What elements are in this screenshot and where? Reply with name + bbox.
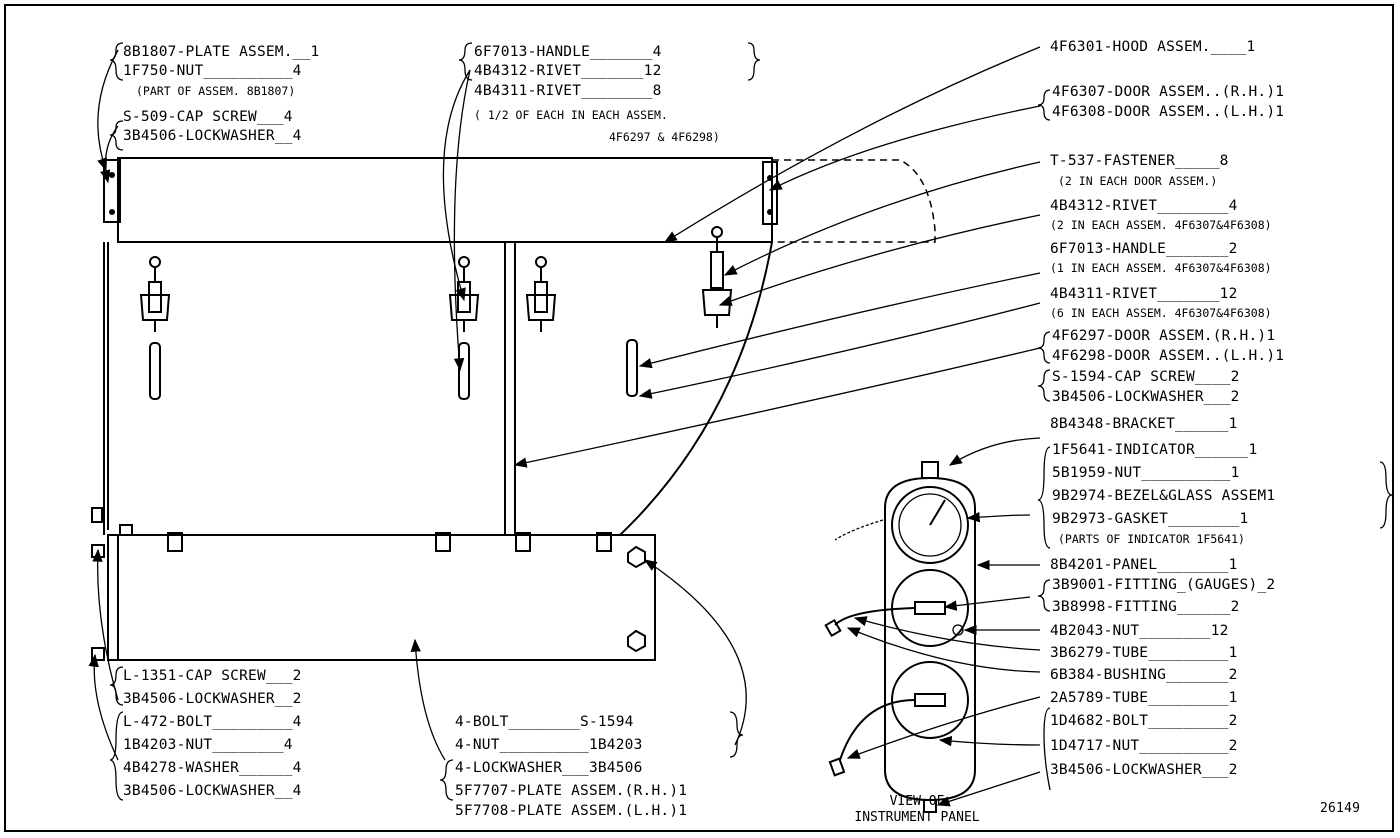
callout-gasket: 9B2973-GASKET________1 [1052, 511, 1249, 527]
callout-hood-assem: 4F6301-HOOD ASSEM.____1 [1050, 39, 1256, 55]
callout-tube-3b6279: 3B6279-TUBE_________1 [1050, 645, 1238, 661]
callout-cap-screw: S-509-CAP SCREW___4 [123, 109, 293, 125]
panel-caption-line2: INSTRUMENT PANEL [854, 810, 980, 825]
callout-panel: 8B4201-PANEL________1 [1050, 557, 1238, 573]
callout-brackets [109, 42, 1393, 801]
bottom-plate-assembly [91, 507, 656, 661]
hood-assembly [103, 157, 936, 243]
callout-nut-4b2043: 4B2043-NUT________12 [1050, 623, 1229, 639]
callout-handle: 6F7013-HANDLE_______4 [474, 44, 662, 60]
callout-cap-screw-s1594: S-1594-CAP SCREW____2 [1052, 369, 1240, 385]
callout-door-assem-lh: 4F6308-DOOR ASSEM..(L.H.)1 [1052, 104, 1285, 120]
callout-handle-2: 6F7013-HANDLE_______2 [1050, 241, 1238, 257]
callout-nut-1d4717: 1D4717-NUT__________2 [1050, 738, 1238, 754]
callout-bolt-l472: L-472-BOLT_________4 [123, 714, 302, 730]
instrument-panel [824, 461, 976, 813]
note-parts-of-indicator: (PARTS OF INDICATOR 1F5641) [1058, 532, 1245, 546]
callout-lockwasher: 3B4506-LOCKWASHER__4 [123, 128, 302, 144]
note-rivet-12b: (6 IN EACH ASSEM. 4F6307&4F6308) [1050, 306, 1272, 320]
note-fastener: (2 IN EACH DOOR ASSEM.) [1058, 174, 1218, 188]
callout-bracket: 8B4348-BRACKET______1 [1050, 416, 1238, 432]
callout-fitting-gauges: 3B9001-FITTING_(GAUGES)_2 [1052, 577, 1276, 593]
callout-4-bolt: 4-BOLT________S-1594 [455, 714, 634, 730]
leader-lines [88, 46, 1041, 807]
callout-tube-2a5789: 2A5789-TUBE_________1 [1050, 690, 1238, 706]
callout-door-4f6298: 4F6298-DOOR ASSEM..(L.H.)1 [1052, 348, 1285, 364]
callout-rivet-12: 4B4312-RIVET_______12 [474, 63, 662, 79]
callout-bolt-1d4682: 1D4682-BOLT_________2 [1050, 713, 1238, 729]
callout-lockwasher-2: 3B4506-LOCKWASHER___2 [1052, 389, 1240, 405]
callout-indicator: 1F5641-INDICATOR______1 [1052, 442, 1258, 458]
callout-4-lockwasher: 4-LOCKWASHER___3B4506 [455, 760, 643, 776]
callout-lockwasher-3b4506: 3B4506-LOCKWASHER___2 [1050, 762, 1238, 778]
callout-bushing: 6B384-BUSHING_______2 [1050, 667, 1238, 683]
door-fasteners [149, 339, 638, 400]
callout-washer-4b4278: 4B4278-WASHER______4 [123, 760, 302, 776]
callout-cap-screw-l1351: L-1351-CAP SCREW___2 [123, 668, 302, 684]
door-assemblies [103, 241, 773, 536]
callout-fastener: T-537-FASTENER_____8 [1050, 153, 1229, 169]
note-rivet-4: (2 IN EACH ASSEM. 4F6307&4F6308) [1050, 218, 1272, 232]
callout-bezel: 9B2974-BEZEL&GLASS ASSEM1 [1052, 488, 1276, 504]
note-handle-2: (1 IN EACH ASSEM. 4F6307&4F6308) [1050, 261, 1272, 275]
drawing-frame [4, 4, 1394, 832]
callout-nut-1b4203: 1B4203-NUT________4 [123, 737, 293, 753]
callout-4-nut: 4-NUT__________1B4203 [455, 737, 643, 753]
callout-plate-assem: 8B1807-PLATE ASSEM.__1 [123, 44, 320, 60]
callout-rivet-4: 4B4312-RIVET________4 [1050, 198, 1238, 214]
callout-nut-5b1959: 5B1959-NUT__________1 [1052, 465, 1240, 481]
callout-lockwasher-bl-4: 3B4506-LOCKWASHER__4 [123, 783, 302, 799]
callout-plate-rh: 5F7707-PLATE ASSEM.(R.H.)1 [455, 783, 688, 799]
note-half-each: ( 1/2 OF EACH IN EACH ASSEM. [474, 108, 668, 122]
note-part-of-assem: (PART OF ASSEM. 8B1807) [136, 84, 296, 98]
callout-fitting-3b8998: 3B8998-FITTING______2 [1052, 599, 1240, 615]
callout-rivet-12b: 4B4311-RIVET_______12 [1050, 286, 1238, 302]
panel-caption-line1: VIEW OF [889, 794, 945, 809]
callout-door-assem-rh: 4F6307-DOOR ASSEM..(R.H.)1 [1052, 84, 1285, 100]
note-assem-numbers: 4F6297 & 4F6298) [609, 130, 720, 144]
callout-door-4f6297: 4F6297-DOOR ASSEM.(R.H.)1 [1052, 328, 1276, 344]
figure-number: 26149 [1320, 801, 1361, 816]
callout-rivet-8: 4B4311-RIVET________8 [474, 83, 662, 99]
callout-plate-lh: 5F7708-PLATE ASSEM.(L.H.)1 [455, 803, 688, 819]
callout-lockwasher-bl-2: 3B4506-LOCKWASHER__2 [123, 691, 302, 707]
callout-nut: 1F750-NUT__________4 [123, 63, 302, 79]
